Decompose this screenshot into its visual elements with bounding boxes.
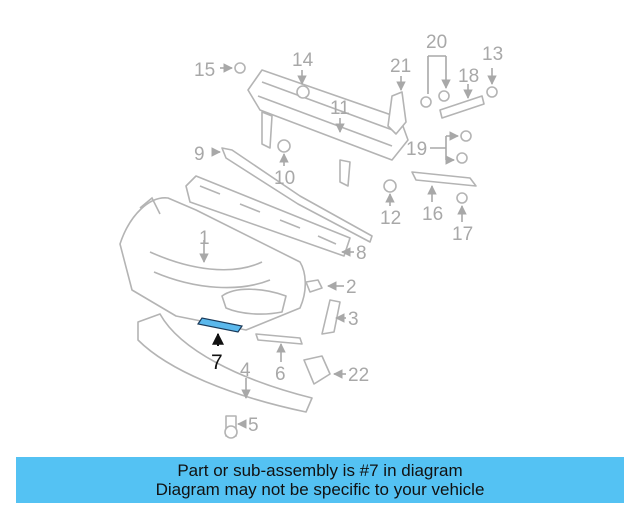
part-15-clip (234, 62, 246, 74)
info-banner: Part or sub-assembly is #7 in diagram Di… (16, 457, 624, 503)
part-22-tow-cover (303, 355, 331, 385)
callout-6: 6 (275, 364, 286, 385)
part-9-upper-strip (221, 147, 373, 243)
part-10-nut (277, 139, 291, 153)
callout-9: 9 (194, 144, 205, 165)
callout-22: 22 (348, 365, 369, 386)
part-12-bolt (383, 179, 397, 193)
callout-18: 18 (458, 66, 479, 87)
banner-line-2: Diagram may not be specific to your vehi… (155, 480, 485, 499)
part-5-bolt (224, 415, 238, 439)
callout-12: 12 (380, 208, 401, 229)
callout-5: 5 (248, 415, 259, 436)
part-19-bolts (456, 130, 472, 164)
callout-21: 21 (390, 56, 411, 77)
callout-4: 4 (240, 360, 251, 381)
part-17-bolt (456, 192, 468, 204)
callout-8: 8 (356, 243, 367, 264)
part-2-fastener (305, 279, 323, 293)
callout-20: 20 (426, 32, 447, 53)
callout-13: 13 (482, 44, 503, 65)
callout-1: 1 (199, 228, 210, 249)
callout-19: 19 (406, 139, 427, 160)
banner-line-1: Part or sub-assembly is #7 in diagram (177, 461, 463, 480)
callout-10: 10 (274, 168, 295, 189)
part-11-reinforcement-beam (247, 69, 409, 187)
leader-lines (199, 55, 497, 429)
part-6-lower-trim (255, 333, 303, 345)
callout-3: 3 (348, 309, 359, 330)
part-4-lower-spoiler (137, 313, 313, 413)
part-13-nut (486, 86, 498, 98)
part-1-bumper-cover (119, 196, 307, 331)
callout-11: 11 (330, 98, 350, 119)
callout-2: 2 (346, 277, 357, 298)
part-18-bracket (439, 95, 485, 119)
part-14-bolt (296, 85, 310, 99)
part-3-side-bracket (321, 299, 341, 335)
callout-16: 16 (422, 204, 443, 225)
callout-7: 7 (211, 351, 223, 374)
part-8-energy-absorber (185, 175, 351, 257)
callout-15: 15 (194, 60, 215, 81)
part-21-bracket (387, 91, 407, 135)
parts-diagram: 1 2 3 4 5 6 7 8 9 10 11 12 13 14 15 16 1… (119, 32, 503, 439)
part-20-clips (420, 90, 450, 108)
callout-14: 14 (292, 50, 314, 71)
callout-17: 17 (452, 224, 473, 245)
part-16-bracket (411, 171, 477, 187)
part-7-molding-highlighted (197, 317, 243, 333)
